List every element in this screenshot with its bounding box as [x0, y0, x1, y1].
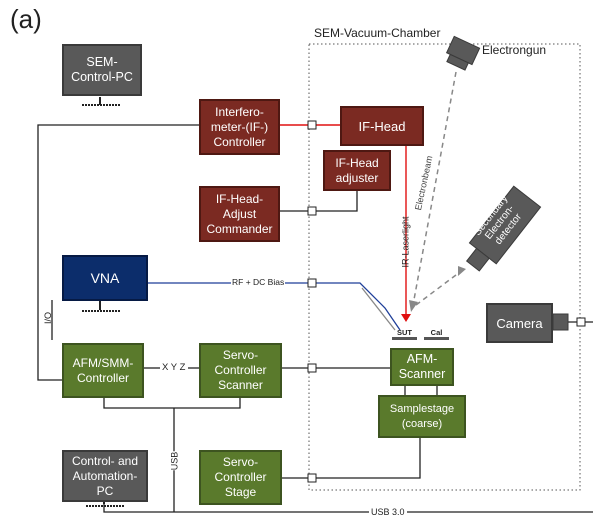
- camera-lens: [552, 313, 569, 331]
- rf-bias-line-grey: [361, 287, 396, 331]
- if-head-block: IF-Head: [340, 106, 424, 146]
- sut-tag: SUT: [392, 328, 417, 340]
- electron-beam-lines: [412, 71, 461, 306]
- rf-dc-bias-label: RF + DC Bias: [231, 277, 286, 287]
- control-automation-pc-block: Control- and Automation- PC: [62, 450, 148, 502]
- laser-arrowhead: [401, 314, 411, 322]
- beam-arrowhead: [409, 300, 418, 312]
- chamber-ports: [307, 120, 586, 483]
- afm-scanner-block: AFM- Scanner: [390, 348, 454, 386]
- detector-arrowhead: [458, 266, 466, 276]
- servo-controller-scanner-block: Servo- Controller Scanner: [199, 343, 282, 398]
- if-head-adjust-commander-block: IF-Head- Adjust Commander: [199, 186, 280, 242]
- rf-bias-line: [148, 282, 401, 331]
- usb-label: USB: [169, 451, 180, 471]
- vacuum-chamber-boundary: [308, 43, 581, 491]
- electrongun-label: Electrongun: [482, 43, 547, 57]
- chamber-label: SEM-Vacuum-Chamber: [314, 26, 441, 40]
- afm-smm-controller-block: AFM/SMM- Controller: [62, 343, 144, 398]
- cal-tag: Cal: [424, 328, 449, 340]
- io-label: I/O: [43, 311, 54, 325]
- usb3-label: USB 3.0: [369, 507, 407, 517]
- if-controller-block: Interfero- meter-(IF-) Controller: [199, 99, 280, 155]
- vna-block: VNA: [62, 255, 148, 301]
- electrongun-shape: [445, 35, 481, 71]
- samplestage-block: Samplestage (coarse): [378, 395, 466, 438]
- laser-lines: [280, 124, 407, 318]
- monitor-stands: [82, 97, 124, 507]
- figure-label: (a): [10, 4, 42, 34]
- sem-control-pc-block: SEM- Control-PC: [62, 44, 142, 96]
- xyz-label: X Y Z: [162, 362, 186, 373]
- if-head-adjuster-block: IF-Head adjuster: [323, 150, 391, 191]
- servo-controller-stage-block: Servo- Controller Stage: [199, 450, 282, 505]
- secondary-detector-shape: [465, 185, 542, 272]
- ir-laserlight-label: IR-Laserlight: [400, 216, 411, 268]
- camera-block: Camera: [486, 303, 553, 343]
